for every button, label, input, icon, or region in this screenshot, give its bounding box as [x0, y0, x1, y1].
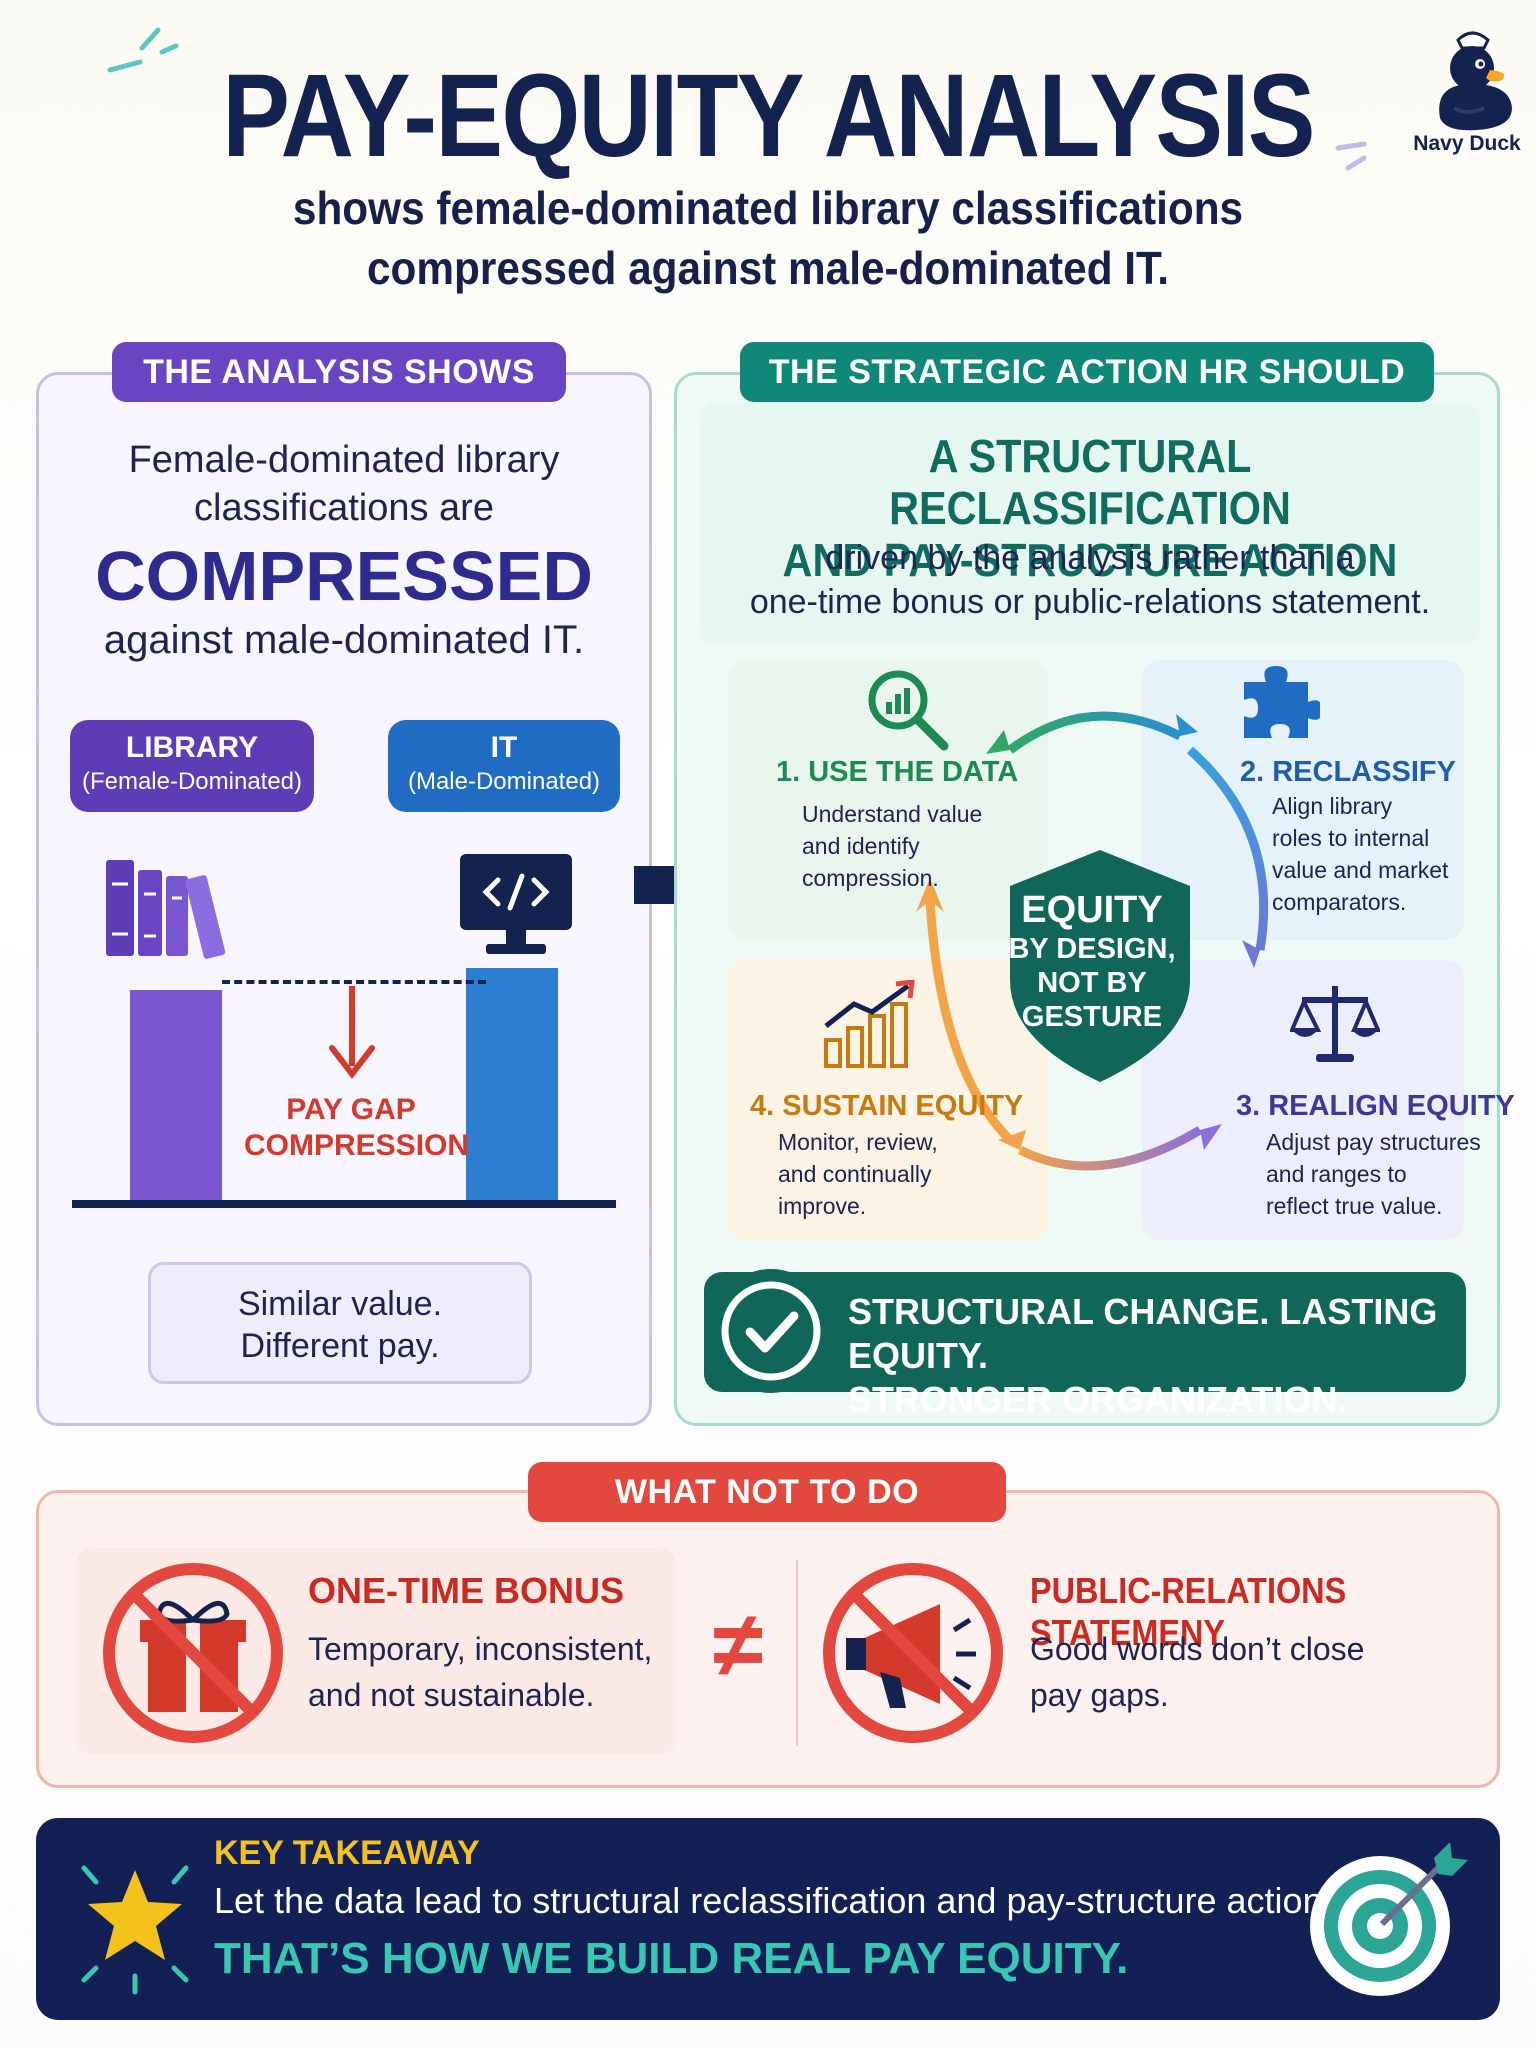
action-title: A STRUCTURAL RECLASSIFICATION AND PAY-ST…: [739, 430, 1441, 586]
outcome-banner-text: STRUCTURAL CHANGE. LASTING EQUITY. STRON…: [848, 1290, 1448, 1422]
one-time-bonus-body: Temporary, inconsistent, and not sustain…: [308, 1626, 652, 1718]
pay-gap-label: PAY GAP COMPRESSION: [244, 1092, 470, 1164]
library-label: LIBRARY (Female-Dominated): [70, 720, 314, 812]
similar-line-2: Different pay.: [240, 1327, 440, 1365]
library-pay-bar: [130, 990, 222, 1202]
books-icon: [106, 860, 226, 959]
growth-chart-icon: [824, 980, 915, 1068]
banner-line-1: STRUCTURAL CHANGE. LASTING EQUITY.: [848, 1291, 1438, 1376]
analysis-text-line-2: classifications are: [194, 487, 494, 529]
action-title-line-1: A STRUCTURAL RECLASSIFICATION: [889, 430, 1291, 534]
shield-line-3: NOT BY: [1037, 967, 1147, 999]
it-label: IT (Male-Dominated): [388, 720, 620, 812]
step-1-line-2: and identify: [802, 833, 920, 859]
pr-statement-line-2: pay gaps.: [1030, 1677, 1169, 1713]
pay-gap-line-2: COMPRESSION: [244, 1129, 470, 1162]
shield-badge: EQUITY BY DESIGN, NOT BY GESTURE: [1002, 888, 1182, 1034]
one-time-bonus-title: ONE-TIME BONUS: [308, 1570, 625, 1611]
puzzle-icon: [1244, 666, 1320, 738]
cycle-diagram: [916, 711, 1269, 1171]
one-time-bonus-line-2: and not sustainable.: [308, 1677, 595, 1713]
step-2-line-3: value and market: [1272, 857, 1449, 883]
action-title-line-2: AND PAY-STRUCTURE ACTION: [782, 534, 1398, 586]
arrow-down-icon: [329, 986, 375, 1079]
not-to-do-tag: WHAT NOT TO DO: [528, 1462, 1006, 1522]
step-2-body: Align library roles to internal value an…: [1272, 790, 1448, 918]
step-1-body: Understand value and identify compressio…: [802, 798, 982, 894]
step-3-line-3: reflect true value.: [1266, 1193, 1443, 1219]
it-subtitle: (Male-Dominated): [407, 768, 601, 795]
analysis-text: Female-dominated library classifications…: [36, 436, 652, 532]
step-4-line-2: and continually: [778, 1161, 932, 1187]
action-subtitle-line-2: one-time bonus or public-relations state…: [749, 583, 1431, 621]
action-subtitle-line-1: driven by the analysis rather than a: [825, 539, 1355, 577]
duck-logo-icon: [1439, 31, 1512, 131]
pay-gap-line: [222, 980, 486, 984]
analysis-text-line-1: Female-dominated library: [128, 439, 560, 481]
shield-line-1: EQUITY: [1021, 889, 1163, 931]
step-3-body: Adjust pay structures and ranges to refl…: [1266, 1126, 1481, 1222]
no-megaphone-icon: [823, 1563, 1003, 1743]
step-1-title: 1. USE THE DATA: [776, 756, 1019, 788]
target-icon: [1310, 1842, 1468, 1996]
computer-code-icon: [460, 854, 572, 954]
step-1-line-3: compression.: [802, 865, 939, 891]
compressed-emphasis: COMPRESSED: [95, 537, 593, 615]
key-takeaway-body: Let the data lead to structural reclassi…: [214, 1880, 1333, 1921]
step-2-title: 2. RECLASSIFY: [1240, 756, 1456, 788]
sparkle-right-icon: [1335, 141, 1367, 171]
step-1-line-1: Understand value: [802, 801, 983, 827]
key-takeaway-label: KEY TAKEAWAY: [214, 1834, 480, 1872]
pr-statement-body: Good words don’t close pay gaps.: [1030, 1626, 1364, 1718]
similar-value-box: Similar value. Different pay.: [148, 1262, 532, 1384]
page-subtitle: shows female-dominated library classific…: [61, 178, 1474, 298]
step-3-title: 3. REALIGN EQUITY: [1236, 1090, 1515, 1122]
step-3-line-1: Adjust pay structures: [1266, 1129, 1481, 1155]
library-subtitle: (Female-Dominated): [81, 768, 303, 795]
pay-gap-line-1: PAY GAP: [286, 1093, 416, 1126]
step-3-line-2: and ranges to: [1266, 1161, 1407, 1187]
step-4-line-3: improve.: [778, 1193, 867, 1219]
star-icon: [81, 1865, 189, 1995]
step-4-body: Monitor, review, and continually improve…: [778, 1126, 938, 1222]
key-takeaway-panel: [36, 1818, 1500, 2020]
action-subtitle: driven by the analysis rather than a one…: [700, 536, 1480, 624]
library-title: LIBRARY: [125, 731, 259, 764]
subtitle-line-1: shows female-dominated library classific…: [292, 182, 1244, 234]
step-4-title: 4. SUSTAIN EQUITY: [750, 1090, 1024, 1122]
baseline: [72, 1200, 616, 1208]
shield-line-2: BY DESIGN,: [1008, 933, 1176, 965]
it-pay-bar: [466, 968, 558, 1202]
strategy-tag: THE STRATEGIC ACTION HR SHOULD SET: [740, 342, 1434, 451]
scales-icon: [1290, 986, 1380, 1062]
pr-statement-line-1: Good words don’t close: [1030, 1631, 1365, 1667]
key-takeaway-emphasis: THAT’S HOW WE BUILD REAL PAY EQUITY.: [214, 1934, 1129, 1983]
banner-line-2: STRONGER ORGANIZATION.: [848, 1379, 1348, 1420]
check-circle-icon: [709, 1269, 833, 1393]
step-4-line-1: Monitor, review,: [778, 1129, 938, 1155]
step-4-card: [728, 960, 1048, 1240]
step-2-line-1: Align library: [1272, 793, 1393, 819]
similar-line-1: Similar value.: [237, 1285, 443, 1323]
step-2-line-4: comparators.: [1272, 889, 1407, 915]
analysis-tag: THE ANALYSIS SHOWS: [112, 342, 566, 402]
shield-line-4: GESTURE: [1021, 1001, 1163, 1033]
not-equal-icon: ≠: [712, 1594, 764, 1696]
pr-statement-title: PUBLIC-RELATIONS STATEMENY: [1030, 1570, 1347, 1653]
subtitle-line-2: compressed against male-dominated IT.: [367, 242, 1169, 294]
page-title: PAY-EQUITY ANALYSIS: [222, 50, 1315, 182]
analysis-text-line-3: against male-dominated IT.: [103, 618, 585, 662]
card-divider: [796, 1560, 798, 1746]
brand-label: Navy Duck: [1413, 132, 1521, 155]
step-2-line-2: roles to internal: [1272, 825, 1430, 851]
no-gift-icon: [103, 1563, 283, 1743]
sparkle-left-icon: [107, 27, 179, 73]
action-box: [700, 404, 1480, 644]
one-time-bonus-line-1: Temporary, inconsistent,: [308, 1631, 653, 1667]
magnifier-chart-icon: [868, 670, 949, 751]
it-title: IT: [490, 731, 518, 764]
